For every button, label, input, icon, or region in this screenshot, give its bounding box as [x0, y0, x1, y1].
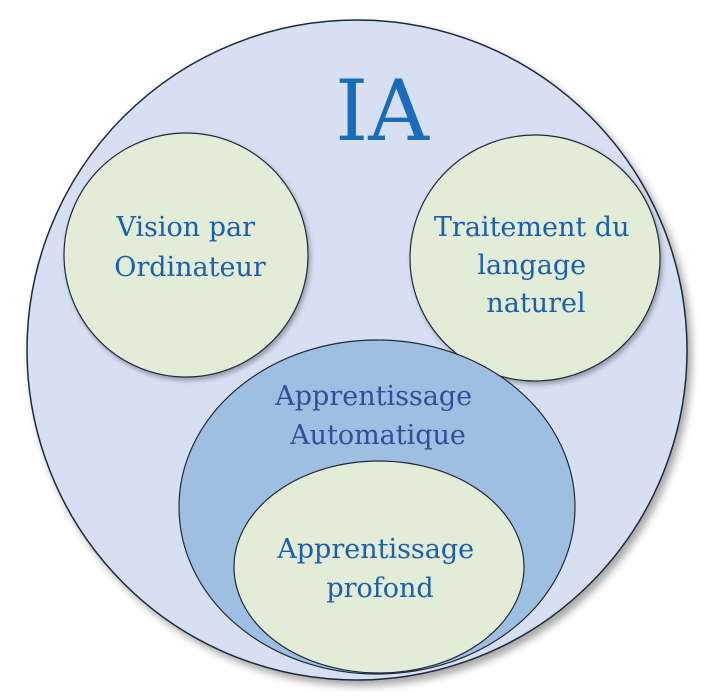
nlp-label-line-1: Traitement du	[434, 212, 630, 243]
dl-circle	[233, 460, 525, 674]
dl-label-line-2: profond	[326, 573, 433, 604]
vision-label-line-1: Vision par	[115, 212, 255, 243]
nlp-circle	[409, 134, 661, 382]
ml-label: Apprentissage Automatique	[274, 381, 481, 451]
vision-circle	[63, 132, 309, 378]
dl-label: Apprentissage profond	[276, 534, 483, 604]
dl-label-line-1: Apprentissage	[276, 534, 474, 565]
ml-label-line-1: Apprentissage	[274, 381, 472, 412]
nlp-label-line-3: naturel	[486, 288, 585, 319]
ml-label-line-2: Automatique	[289, 420, 466, 451]
nlp-label-line-2: langage	[477, 250, 586, 281]
ia-title: IA	[335, 62, 430, 160]
vision-label-line-2: Ordinateur	[114, 252, 266, 283]
vision-label: Vision par Ordinateur	[114, 212, 266, 283]
nlp-label: Traitement du langage naturel	[434, 212, 638, 319]
